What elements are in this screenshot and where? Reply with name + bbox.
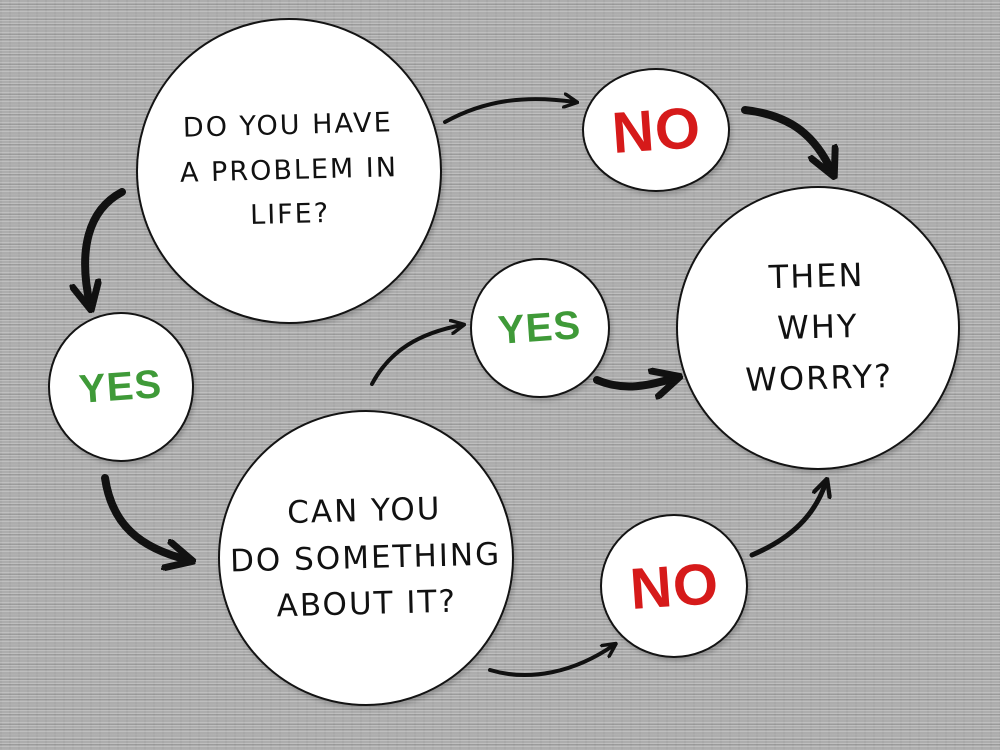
arrow-problem-to-no	[443, 99, 575, 124]
problem-question-text: DO YOU HAVE A PROBLEM IN LIFE?	[179, 107, 399, 232]
arrow-no-to-worry-bottom	[749, 482, 826, 558]
no-answer-node-top: NO	[582, 68, 730, 192]
do-something-question-node: CAN YOU DO SOMETHING ABOUT IT?	[218, 410, 514, 706]
arrow-yes-to-worry	[593, 378, 675, 386]
no-answer-label-top: NO	[609, 94, 703, 166]
yes-answer-node-left: YES	[48, 312, 194, 462]
problem-question-node: DO YOU HAVE A PROBLEM IN LIFE?	[136, 18, 442, 324]
yes-answer-label-middle: YES	[497, 302, 583, 353]
arrow-something-to-yes	[370, 325, 462, 386]
why-worry-node: THEN WHY WORRY?	[676, 186, 960, 470]
arrow-yes-to-something	[101, 474, 188, 560]
why-worry-text: THEN WHY WORRY?	[744, 255, 894, 400]
arrow-no-to-worry	[741, 106, 832, 172]
no-answer-label-bottom: NO	[627, 550, 721, 622]
no-answer-node-bottom: NO	[600, 514, 748, 658]
do-something-question-text: CAN YOU DO SOMETHING ABOUT IT?	[229, 491, 502, 625]
arrow-problem-to-yes	[85, 188, 126, 305]
arrow-something-to-no	[488, 645, 614, 677]
yes-answer-node-middle: YES	[470, 258, 610, 398]
yes-answer-label-left: YES	[78, 361, 164, 412]
